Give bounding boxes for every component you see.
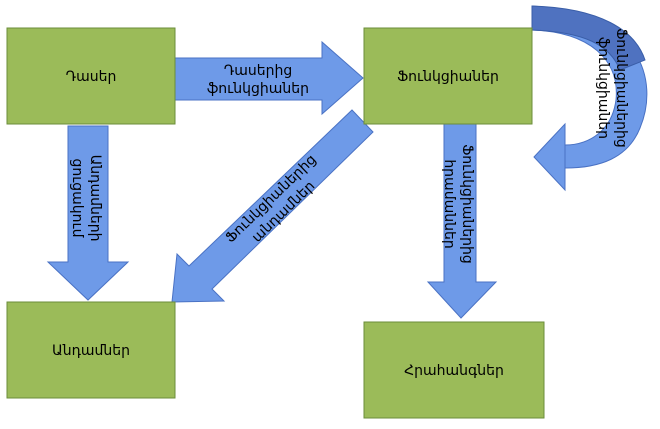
- self-loop-arrow: Ֆունկցիաներից ֆունկցիաներ: [531, 5, 648, 192]
- arrow-classes-to-functions-label-line1: Դասերից: [224, 63, 293, 79]
- arrow-classes-to-objects-label-line2: ցուցակում: [69, 158, 85, 238]
- arrow-classes-to-functions-shape: [174, 40, 364, 116]
- arrow-functions-to-commands: Ֆունկցիաներից հրամաններ: [426, 121, 498, 319]
- box-classes: Դասեր: [6, 27, 176, 125]
- arrow-functions-to-commands-label-line1: Ֆունկցիաներից: [459, 144, 475, 264]
- arrow-functions-to-commands-label-line2: հրամաններ: [441, 159, 457, 248]
- box-functions-label: Ֆունկցիաներ: [397, 69, 499, 85]
- arrow-functions-to-objects: Ֆունկցիաներից անդամներ: [171, 109, 374, 303]
- box-commands: Հրաhանգներ: [363, 321, 545, 419]
- box-commands-rect: [363, 321, 545, 419]
- arrow-functions-to-commands-shape: [426, 121, 498, 319]
- box-classes-label: Դասեր: [66, 69, 117, 85]
- box-objects-label: Անդամներ: [52, 343, 130, 359]
- arrow-classes-to-objects-label-line1: Անդամների: [87, 155, 103, 242]
- arrow-classes-to-objects-shape: [46, 125, 130, 301]
- self-loop-top-shade: [531, 5, 646, 71]
- arrow-classes-to-objects: Անդամների ցուցակում: [46, 125, 130, 301]
- self-loop-label-line1: Ֆունկցիաներից: [613, 28, 629, 148]
- box-classes-rect: [6, 27, 176, 125]
- box-functions-rect: [363, 27, 533, 125]
- self-loop-head: [533, 122, 566, 192]
- arrow-classes-to-functions: Դասերից ֆունկցիաներ: [174, 40, 364, 116]
- arrow-functions-to-objects-shape: [171, 109, 374, 303]
- self-loop-label-line2: ֆունկցիաներ: [595, 37, 611, 139]
- box-functions: Ֆունկցիաներ: [363, 27, 533, 125]
- box-objects-rect: [6, 301, 176, 399]
- arrow-classes-to-functions-label-line2: ֆունկցիաներ: [207, 81, 309, 97]
- box-objects: Անդամներ: [6, 301, 176, 399]
- box-commands-label: Հրաhանգներ: [404, 363, 504, 379]
